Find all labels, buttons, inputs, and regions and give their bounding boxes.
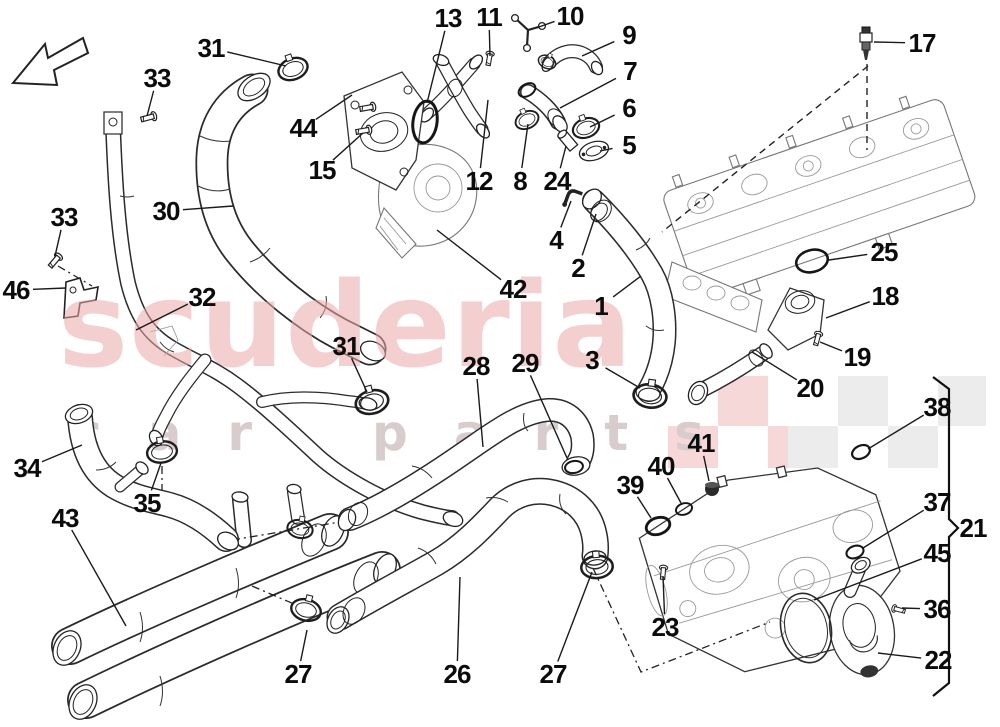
plug-41	[705, 482, 719, 496]
fitting-4	[562, 189, 583, 207]
pipe-20	[687, 343, 773, 406]
gasket-45	[779, 592, 833, 664]
bolt-11	[483, 50, 496, 67]
twin-coolant-pipes-43	[51, 483, 401, 720]
locator-dash-valve-cover	[661, 65, 869, 233]
clamp-6	[567, 109, 603, 143]
bolt-33b	[46, 250, 65, 271]
clamp-8	[510, 103, 543, 134]
coolant-pipe-32	[103, 111, 464, 528]
oring-38	[848, 441, 874, 463]
clamp-31a	[272, 48, 312, 86]
bracket-46	[63, 277, 99, 319]
dashdot-hose28	[231, 521, 341, 541]
connector-pipes-12	[419, 53, 491, 139]
flange-5	[578, 140, 610, 162]
checker-pink-cells	[668, 376, 788, 468]
back-arrow-icon[interactable]	[10, 36, 90, 87]
sensor-17	[859, 26, 873, 60]
bolt-36	[890, 603, 907, 616]
hose-30	[195, 72, 387, 366]
oring-25	[794, 248, 830, 274]
dashdot-clamp27a	[251, 585, 295, 605]
bolt-33a	[139, 110, 159, 125]
group-bracket-21	[932, 376, 960, 697]
valve-cover	[663, 95, 976, 298]
bracket-10	[510, 13, 547, 53]
hose-28	[337, 398, 595, 532]
dashdot-46	[57, 265, 93, 287]
thermostat-housing-18	[767, 287, 825, 351]
fitting-24	[557, 129, 579, 153]
hose-7	[517, 82, 568, 133]
dashdot-pump	[592, 567, 771, 673]
hose-34	[64, 403, 239, 552]
hose-26	[326, 477, 610, 634]
